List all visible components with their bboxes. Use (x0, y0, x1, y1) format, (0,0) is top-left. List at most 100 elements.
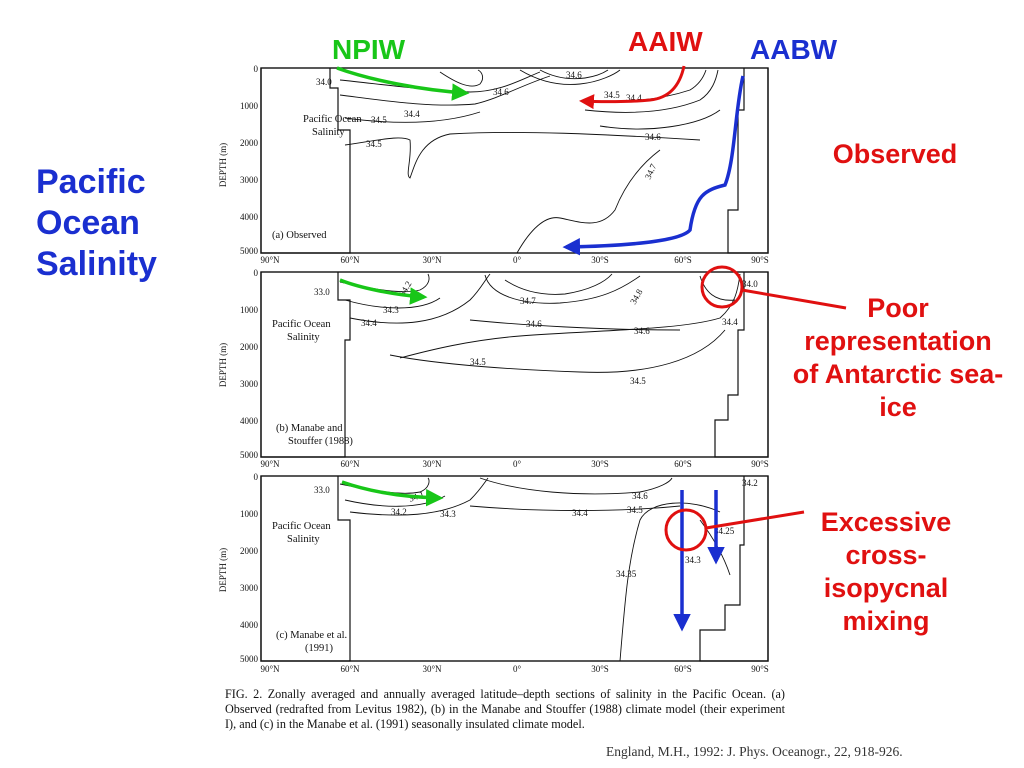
panel-b-contour-label: 34.5 (470, 357, 486, 367)
depth-tick: 4000 (240, 620, 259, 630)
lat-tick: 60°S (674, 664, 692, 674)
panel-a-contour-label: 34.0 (316, 77, 332, 87)
lat-tick: 30°S (591, 459, 609, 469)
panel-b-contour-label: 34.4 (361, 318, 377, 328)
lat-tick: 30°S (591, 255, 609, 265)
panel-a-contour-label: 34.5 (604, 90, 620, 100)
depth-tick: 1000 (240, 101, 259, 111)
panel-c-contour-label: 34.35 (616, 569, 637, 579)
panel-a: 34.0 34.5 34.4 34.5 34.6 34.6 34.5 34.4 … (218, 64, 769, 265)
depth-tick: 5000 (240, 246, 259, 256)
panel-c-contour-label: 34.2 (391, 507, 407, 517)
panel-a-north-boundary (260, 68, 351, 254)
panel-a-label: (a) Observed (272, 230, 327, 241)
panel-c-npiw-arrow (341, 480, 444, 507)
depth-tick: 0 (254, 64, 259, 74)
panel-a-south-boundary (727, 68, 769, 254)
lat-tick: 90°S (751, 459, 769, 469)
sea-ice-pointer-line (741, 288, 847, 310)
depth-tick: 4000 (240, 212, 259, 222)
slide-title: Pacific Ocean Salinity (36, 163, 157, 283)
panel-b-depth-axis-label: DEPTH (m) (218, 343, 228, 387)
panel-b-contour-label: 34.6 (634, 326, 650, 336)
lat-tick: 0° (513, 664, 522, 674)
depth-tick: 2000 (240, 342, 259, 352)
lat-tick: 30°S (591, 664, 609, 674)
panel-b-label-line1: (b) Manabe and (276, 423, 343, 434)
npiw-arrow (336, 66, 470, 101)
panel-c-contour-label: 33.0 (314, 485, 330, 495)
panel-b-contour-label: 34.6 (526, 319, 542, 329)
panel-c: 33.0 34.1 34.2 34.3 34.4 34.6 34.5 34.2 … (218, 472, 805, 674)
panel-a-contour-label: 34.4 (626, 93, 642, 103)
panel-b-title-line1: Pacific Ocean (272, 319, 331, 330)
depth-tick: 3000 (240, 175, 259, 185)
depth-tick: 5000 (240, 450, 259, 460)
panel-b-contour-label: 34.3 (383, 305, 399, 315)
panel-a-contour-label: 34.6 (645, 132, 661, 142)
aaiw-label: AAIW (628, 26, 703, 57)
depth-tick: 1000 (240, 305, 259, 315)
lat-tick: 30°N (422, 664, 442, 674)
panel-a-contour-label: 34.7 (643, 162, 659, 181)
lat-tick: 90°N (260, 459, 280, 469)
panel-b-label-line2: Stouffer (1988) (288, 436, 353, 447)
panel-b-npiw-arrow (339, 278, 428, 305)
lat-tick: 60°N (340, 459, 360, 469)
depth-tick: 2000 (240, 138, 259, 148)
panel-b: 33.0 34.2 34.3 34.4 34.7 34.8 34.6 34.6 … (218, 265, 847, 469)
panel-c-contour-label: 34.2 (742, 478, 758, 488)
lat-tick: 60°S (674, 459, 692, 469)
aaiw-arrow (579, 65, 686, 110)
mixing-highlight-circle (664, 508, 708, 552)
panel-b-contour-label: 34.5 (630, 376, 646, 386)
depth-tick: 2000 (240, 546, 259, 556)
depth-tick: 0 (254, 472, 259, 482)
lat-tick: 30°N (422, 459, 442, 469)
depth-tick: 3000 (240, 583, 259, 593)
lat-tick: 0° (513, 255, 522, 265)
panel-c-title-line2: Salinity (287, 534, 320, 545)
aabw-label: AABW (750, 34, 838, 65)
depth-tick: 5000 (240, 654, 259, 664)
panel-c-title-line1: Pacific Ocean (272, 521, 331, 532)
panel-b-contour-label: 34.8 (628, 287, 645, 306)
panel-c-depth-axis-label: DEPTH (m) (218, 548, 228, 592)
panel-c-contour-label: 34.25 (714, 526, 735, 536)
lat-tick: 30°N (422, 255, 442, 265)
panel-c-contour-label: 34.3 (685, 555, 701, 565)
lat-tick: 90°N (260, 664, 280, 674)
lat-tick: 60°N (340, 664, 360, 674)
panel-b-title-line2: Salinity (287, 332, 320, 343)
aabw-arrow (562, 75, 745, 256)
lat-tick: 90°S (751, 255, 769, 265)
panel-a-depth-axis-label: DEPTH (m) (218, 143, 228, 187)
panel-c-contour-label: 34.5 (627, 505, 643, 515)
panel-c-contour-label: 34.4 (572, 508, 588, 518)
mixing-pointer-line (705, 510, 805, 530)
lat-tick: 60°N (340, 255, 360, 265)
lat-tick: 60°S (674, 255, 692, 265)
panel-b-contour-label: 34.0 (742, 279, 758, 289)
panel-b-contour-label: 33.0 (314, 287, 330, 297)
npiw-label: NPIW (332, 34, 406, 65)
lat-tick: 90°S (751, 664, 769, 674)
panel-c-contour-label: 34.6 (632, 491, 648, 501)
depth-tick: 3000 (240, 379, 259, 389)
panel-c-label-line1: (c) Manabe et al. (276, 630, 347, 641)
panel-a-contour-label: 34.5 (371, 115, 387, 125)
sea-ice-highlight-circle (700, 265, 744, 309)
observed-note: Observed (832, 139, 958, 169)
panel-c-label-line2: (1991) (305, 643, 333, 654)
depth-tick: 0 (254, 268, 259, 278)
panel-a-contour-label: 34.5 (366, 139, 382, 149)
panel-a-contour-label: 34.6 (566, 70, 582, 80)
lat-tick: 0° (513, 459, 522, 469)
lat-tick: 90°N (260, 255, 280, 265)
figure-caption: FIG. 2. Zonally averaged and annually av… (225, 687, 785, 731)
depth-tick: 1000 (240, 509, 259, 519)
panel-c-contour-label: 34.3 (440, 509, 456, 519)
excessive-mixing-note: Excessive cross-isopycnal mixing (820, 507, 952, 636)
citation: England, M.H., 1992: J. Phys. Oceanogr.,… (606, 744, 903, 759)
